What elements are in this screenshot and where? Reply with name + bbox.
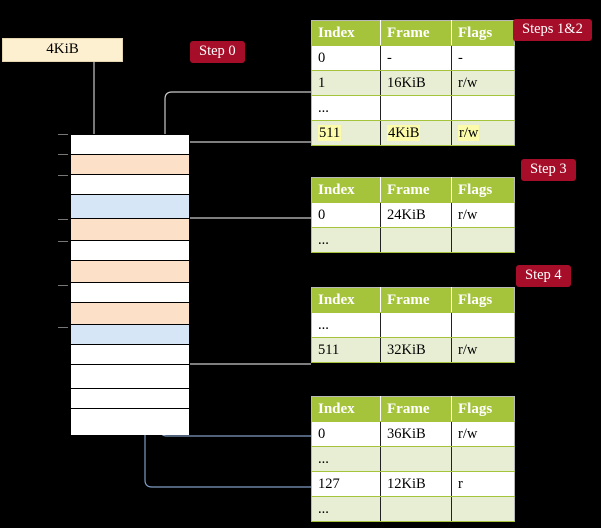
memory-frame-cell (71, 195, 189, 219)
memory-tick (58, 154, 68, 155)
cell-flags: r (451, 471, 515, 497)
step-badge-step-3: Step 3 (521, 159, 576, 181)
size-box-label: 4KiB (46, 41, 79, 57)
memory-frame-cell (71, 175, 189, 195)
cell-frame: 24KiB (380, 202, 452, 228)
table-row: ... (311, 227, 515, 253)
cell-flags (451, 95, 515, 121)
cell-flags: r/w (451, 120, 515, 146)
cell-frame (380, 312, 452, 338)
cell-frame (380, 496, 452, 522)
cell-flags: r/w (451, 337, 515, 363)
table-row: ... (311, 446, 515, 472)
column-header-flags: Flags (451, 177, 515, 203)
memory-tick (58, 241, 68, 242)
memory-tick (58, 327, 68, 328)
memory-frame-cell (71, 409, 189, 435)
column-header-flags: Flags (451, 396, 515, 422)
memory-frame-cell (71, 365, 189, 389)
cell-frame: 36KiB (380, 421, 452, 447)
cell-index: ... (311, 227, 381, 253)
table-row: ... (311, 95, 515, 121)
cell-frame: - (380, 45, 452, 71)
memory-frame-cell (71, 345, 189, 365)
cell-flags: r/w (451, 421, 515, 447)
cell-index: 127 (311, 471, 381, 497)
step-badge-step-4: Step 4 (516, 265, 571, 287)
cell-frame (380, 95, 452, 121)
memory-tick (58, 219, 68, 220)
memory-frame-cell (71, 389, 189, 409)
column-header-index: Index (311, 287, 381, 313)
memory-frame-cell (71, 325, 189, 345)
column-header-flags: Flags (451, 20, 515, 46)
cell-index: 511 (311, 120, 381, 146)
physical-memory-column (70, 134, 190, 435)
cell-index: ... (311, 446, 381, 472)
cell-flags (451, 496, 515, 522)
column-header-frame: Frame (380, 20, 452, 46)
table-row: 511 4KiB r/w (311, 120, 515, 146)
cell-flags: r/w (451, 70, 515, 96)
table-row: ... (311, 312, 515, 338)
cell-frame (380, 446, 452, 472)
size-box-4kib: 4KiB (2, 38, 123, 62)
memory-tick (58, 285, 68, 286)
cell-index: ... (311, 496, 381, 522)
memory-tick (58, 175, 68, 176)
column-header-index: Index (311, 20, 381, 46)
highlighted-value: 4KiB (387, 125, 421, 141)
cell-flags (451, 446, 515, 472)
cell-flags (451, 227, 515, 253)
column-header-frame: Frame (380, 287, 452, 313)
cell-frame: 4KiB (380, 120, 452, 146)
cell-flags (451, 312, 515, 338)
memory-frame-cell (71, 155, 189, 175)
cell-frame (380, 227, 452, 253)
column-header-frame: Frame (380, 177, 452, 203)
memory-frame-cell (71, 219, 189, 241)
column-header-index: Index (311, 396, 381, 422)
cell-index: ... (311, 312, 381, 338)
cell-flags: r/w (451, 202, 515, 228)
memory-frame-cell (71, 261, 189, 283)
column-header-frame: Frame (380, 396, 452, 422)
memory-tick (58, 134, 68, 135)
memory-frame-cell (71, 135, 189, 155)
memory-frame-cell (71, 241, 189, 261)
step-badge-steps-1-2: Steps 1&2 (513, 19, 592, 41)
highlighted-value: 511 (318, 125, 342, 141)
cell-index: 0 (311, 45, 381, 71)
cell-index: 1 (311, 70, 381, 96)
cell-index: 0 (311, 202, 381, 228)
step-badge-step-0: Step 0 (190, 41, 245, 63)
cell-frame: 16KiB (380, 70, 452, 96)
highlighted-value: r/w (458, 125, 480, 141)
cell-index: 511 (311, 337, 381, 363)
memory-frame-cell (71, 283, 189, 303)
memory-frame-cell (71, 303, 189, 325)
table-row: ... (311, 496, 515, 522)
cell-index: ... (311, 95, 381, 121)
cell-frame: 12KiB (380, 471, 452, 497)
cell-frame: 32KiB (380, 337, 452, 363)
column-header-flags: Flags (451, 287, 515, 313)
table-row: 0-- (311, 45, 515, 71)
column-header-index: Index (311, 177, 381, 203)
cell-index: 0 (311, 421, 381, 447)
cell-flags: - (451, 45, 515, 71)
